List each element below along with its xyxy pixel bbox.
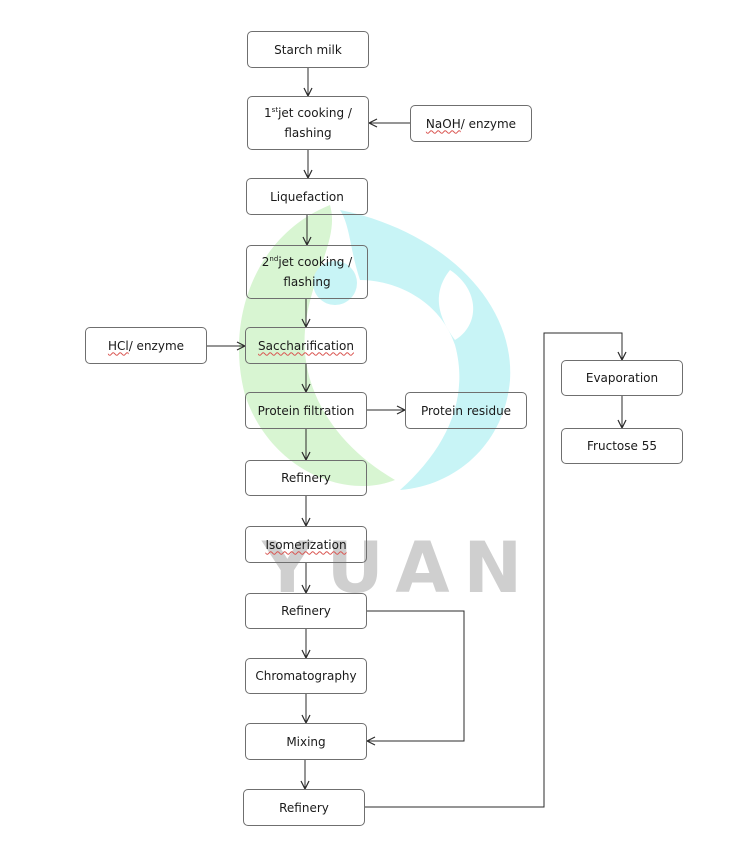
box-fructose-55-label: Fructose 55 [587,439,657,453]
box-protein-filtration: Protein filtration [245,392,367,429]
watermark-cyan-dot [313,261,357,305]
box-starch-milk: Starch milk [247,31,369,68]
box-mixing: Mixing [245,723,367,760]
box-chromatography: Chromatography [245,658,367,694]
box-jet-cooking-2: 2nd jet cooking / flashing [246,245,368,299]
box-liquefaction: Liquefaction [246,178,368,215]
box-naoh-enzyme: NaOH / enzyme [410,105,532,142]
box-mixing-label: Mixing [286,734,326,749]
box-evaporation: Evaporation [561,360,683,396]
watermark-cyan-leaf [340,210,511,490]
box-evaporation-label: Evaporation [585,371,659,385]
box-saccharification-label: Saccharification [258,338,354,353]
box-refinery-3: Refinery [243,789,365,826]
box-refinery-3-label: Refinery [279,800,329,815]
box-jet-cooking-1-label: 1st jet cooking / flashing [264,106,352,140]
box-starch-milk-label: Starch milk [274,42,342,57]
box-naoh-enzyme-label: NaOH / enzyme [425,116,517,131]
arrow-refinery3-to-evaporation [365,332,622,808]
box-refinery-1: Refinery [245,460,367,496]
box-refinery-1-label: Refinery [281,471,331,485]
box-protein-filtration-label: Protein filtration [257,403,355,418]
box-hcl-enzyme-label: HCl / enzyme [107,338,185,353]
box-protein-residue-label: Protein residue [420,403,512,418]
watermark-green-leaf [238,205,395,487]
box-chromatography-label: Chromatography [255,669,357,683]
box-fructose-55: Fructose 55 [561,428,683,464]
box-jet-cooking-2-label: 2nd jet cooking / flashing [261,255,353,289]
box-jet-cooking-1: 1st jet cooking / flashing [247,96,369,150]
watermark-text: YUAN [261,527,536,609]
box-isomerization: Isomerization [245,526,367,563]
arrow-refinery2-bypass-to-mixing [367,610,465,741]
box-protein-residue: Protein residue [405,392,527,429]
box-refinery-2-label: Refinery [281,604,331,618]
box-saccharification: Saccharification [245,327,367,364]
box-hcl-enzyme: HCl / enzyme [85,327,207,364]
watermark-white-swirl [438,270,474,340]
box-liquefaction-label: Liquefaction [270,189,344,204]
box-refinery-2: Refinery [245,593,367,629]
box-isomerization-label: Isomerization [265,537,347,552]
